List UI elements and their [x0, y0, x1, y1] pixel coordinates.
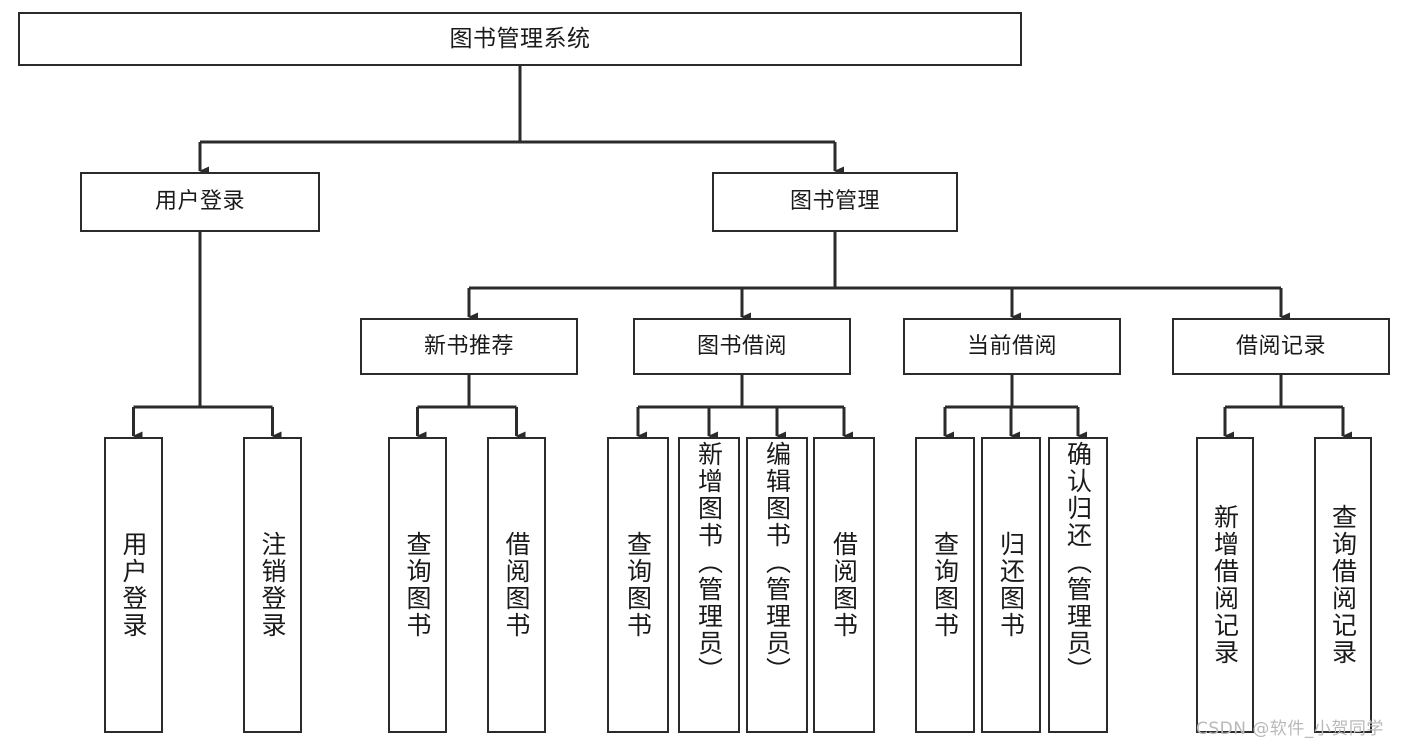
node-label: 借阅图书 — [829, 531, 859, 639]
node-label: 查询图书 — [623, 531, 653, 639]
node-label: 新增图书（管理员） — [694, 441, 724, 684]
node-label: 归还图书 — [996, 531, 1026, 639]
node-label: 借阅记录 — [1235, 333, 1326, 359]
node-book-borrow[interactable]: 图书借阅 — [633, 318, 851, 375]
node-label: 新增借阅记录 — [1210, 504, 1240, 666]
node-book-manage[interactable]: 图书管理 — [712, 172, 958, 232]
node-label: 用户登录 — [154, 189, 245, 215]
node-current-borrow[interactable]: 当前借阅 — [903, 318, 1121, 375]
node-leaf-query-book-2[interactable]: 查询图书 — [607, 437, 669, 733]
node-leaf-confirm-ret[interactable]: 确认归还（管理员） — [1048, 437, 1108, 733]
node-label: 编辑图书（管理员） — [762, 441, 792, 684]
node-leaf-edit-book[interactable]: 编辑图书（管理员） — [746, 437, 808, 733]
node-label: 查询借阅记录 — [1328, 504, 1358, 666]
node-label: 查询图书 — [403, 531, 432, 639]
node-label: 借阅图书 — [502, 531, 531, 639]
node-label: 用户登录 — [119, 531, 148, 639]
node-leaf-query-book-3[interactable]: 查询图书 — [915, 437, 975, 733]
node-label: 查询图书 — [930, 531, 960, 639]
node-leaf-user-login[interactable]: 用户登录 — [104, 437, 163, 733]
node-leaf-query-book-1[interactable]: 查询图书 — [388, 437, 447, 733]
node-label: 确认归还（管理员） — [1063, 441, 1093, 684]
csdn-watermark: CSDN @软件_小贺同学 — [1196, 719, 1384, 739]
node-leaf-borrow-book-2[interactable]: 借阅图书 — [813, 437, 875, 733]
node-leaf-query-record[interactable]: 查询借阅记录 — [1314, 437, 1372, 733]
node-label: 图书管理系统 — [449, 25, 591, 52]
node-label: 图书借阅 — [696, 333, 787, 359]
node-user-login[interactable]: 用户登录 — [80, 172, 320, 232]
node-leaf-logout[interactable]: 注销登录 — [243, 437, 302, 733]
node-label: 图书管理 — [789, 189, 880, 215]
node-label: 注销登录 — [258, 531, 287, 639]
node-borrow-record[interactable]: 借阅记录 — [1172, 318, 1390, 375]
node-new-book-rec[interactable]: 新书推荐 — [360, 318, 578, 375]
node-leaf-return-book[interactable]: 归还图书 — [981, 437, 1041, 733]
node-leaf-add-book[interactable]: 新增图书（管理员） — [678, 437, 740, 733]
node-label: 当前借阅 — [966, 333, 1057, 359]
node-label: 新书推荐 — [423, 333, 514, 359]
node-leaf-borrow-book-1[interactable]: 借阅图书 — [487, 437, 546, 733]
node-leaf-add-record[interactable]: 新增借阅记录 — [1196, 437, 1254, 733]
node-root[interactable]: 图书管理系统 — [18, 12, 1022, 66]
